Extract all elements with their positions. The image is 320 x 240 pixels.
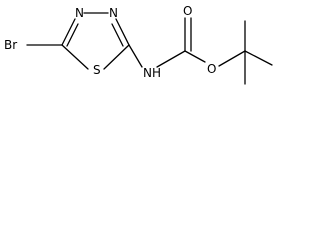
- amide-nh-label: NH: [143, 66, 161, 80]
- bond-n3-c2-double: [111, 23, 124, 47]
- bond-c5-n4: [61, 18, 76, 46]
- carbonyl-oxygen-label: O: [183, 4, 192, 18]
- bromine-label: Br: [4, 38, 17, 52]
- bond-n3-c2: [115, 18, 130, 46]
- ring-sulfur-label: S: [93, 63, 101, 77]
- bond-c5-n4-double: [66, 23, 79, 47]
- bond-c2-nh: [128, 44, 143, 68]
- bond-carbonyl-ester-o: [184, 50, 206, 63]
- bond-ester-o-quaternary-c: [218, 50, 246, 67]
- ring-nitrogen-label-2: N: [109, 6, 118, 20]
- molecule-structure: Br N N S NH O O: [4, 4, 273, 85]
- bond-s1-c5: [61, 44, 89, 70]
- ester-oxygen-label: O: [207, 62, 216, 76]
- ring-nitrogen-label-1: N: [75, 6, 84, 20]
- bond-quaternary-c-methyl-right: [244, 50, 273, 66]
- bond-c2-s1: [103, 44, 130, 70]
- bond-nh-carbonyl: [156, 50, 186, 68]
- thiadiazole-ring: [61, 12, 130, 70]
